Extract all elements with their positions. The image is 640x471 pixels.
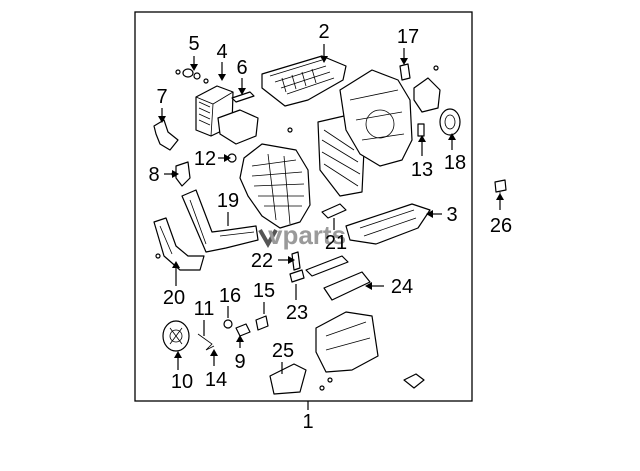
callout-26: 26 [490, 215, 512, 237]
part-20-drawing [153, 217, 205, 271]
part-8-drawing [175, 161, 191, 187]
watermark-text: vparts [268, 220, 346, 250]
callout-2: 2 [318, 21, 329, 43]
part-7-drawing [153, 119, 179, 151]
part-6-drawing [231, 91, 255, 103]
callout-13: 13 [411, 159, 433, 181]
callout-labels: 1 2 3 4 5 6 7 8 9 10 11 12 13 14 15 16 1… [148, 21, 512, 433]
vparts-logo-mark [258, 229, 278, 249]
callout-4: 4 [216, 41, 227, 63]
callout-18: 18 [444, 152, 466, 174]
part-9-drawing [235, 323, 251, 337]
part-5-drawing [175, 68, 209, 84]
part-13-drawing [417, 123, 425, 137]
callout-17: 17 [397, 26, 419, 48]
heater-case-drawing [239, 143, 311, 229]
callout-11: 11 [194, 298, 215, 320]
part-23-drawing [289, 269, 305, 283]
callout-3: 3 [446, 204, 457, 226]
part-2-drawing [261, 55, 347, 107]
part-19-drawing [181, 189, 259, 253]
part-10-drawing [162, 320, 190, 352]
callout-10: 10 [171, 371, 193, 393]
callout-19: 19 [217, 190, 239, 212]
callout-22: 22 [251, 250, 273, 272]
callout-6: 6 [236, 57, 247, 79]
part-16-drawing [223, 319, 233, 329]
vparts-watermark: vparts [258, 220, 346, 250]
callout-14: 14 [205, 369, 227, 391]
callout-24: 24 [391, 276, 413, 298]
callout-25: 25 [272, 340, 294, 362]
part-25-drawing [269, 311, 379, 395]
callout-7: 7 [156, 86, 167, 108]
part-26-drawing [494, 179, 507, 196]
callout-20: 20 [163, 287, 185, 309]
part-11-drawing [197, 333, 215, 351]
callout-23: 23 [286, 302, 308, 324]
plate-drawing [217, 109, 259, 145]
part-3-drawing [345, 203, 431, 245]
callout-15: 15 [253, 280, 275, 302]
part-15-drawing [255, 315, 269, 331]
part-18-drawing [439, 108, 461, 136]
callout-16: 16 [219, 285, 241, 307]
leader-lines [158, 44, 504, 410]
callout-9: 9 [234, 351, 245, 373]
callout-12: 12 [194, 148, 216, 170]
callout-21: 21 [325, 232, 347, 254]
callout-5: 5 [188, 33, 199, 55]
diagram-frame [134, 11, 473, 402]
small-screws [155, 65, 439, 391]
part-22-drawing [291, 251, 301, 271]
callout-1: 1 [302, 411, 313, 433]
callout-8: 8 [148, 164, 159, 186]
part-24-drawing [305, 255, 371, 301]
part-17-drawing [399, 63, 411, 81]
blower-housing-drawing [339, 69, 413, 167]
right-bracket-drawing [413, 77, 441, 113]
